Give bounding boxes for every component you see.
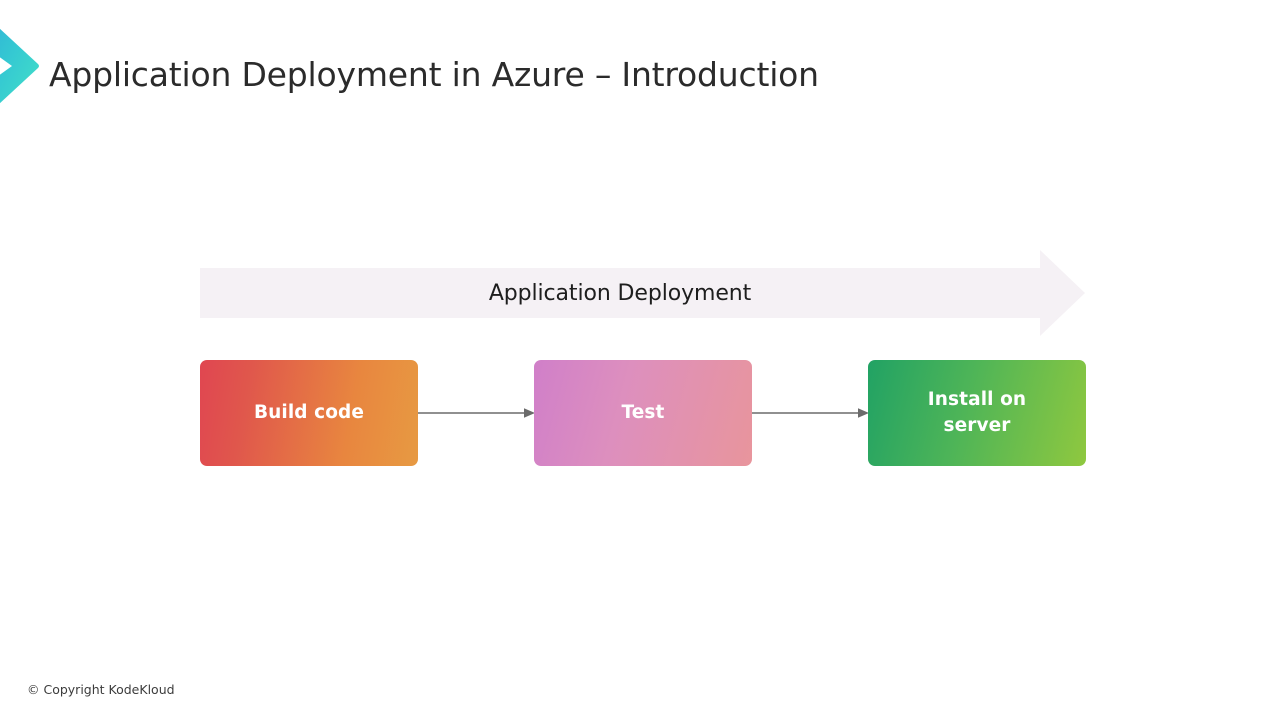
connector-arrow-build-to-test — [418, 405, 536, 421]
connector-arrow-test-to-install — [752, 405, 870, 421]
banner-label: Application Deployment — [488, 280, 752, 306]
banner-arrow-shape — [200, 250, 1085, 336]
step-label-test: Test — [621, 402, 665, 423]
page-title: Application Deployment in Azure – Introd… — [49, 55, 819, 94]
deployment-steps-row: Build code Test Install on server — [200, 360, 1086, 466]
step-label-install-on-server: Install on server — [927, 389, 1027, 436]
step-label-build-code: Build code — [253, 402, 365, 423]
step-box-build-code[interactable]: Build code — [200, 360, 418, 466]
step-box-install-on-server[interactable]: Install on server — [868, 360, 1086, 466]
kodekloud-chevron-logo — [0, 12, 40, 120]
step-box-test[interactable]: Test — [534, 360, 752, 466]
footer-copyright: © Copyright KodeKloud — [27, 682, 175, 697]
application-deployment-banner: Application Deployment — [200, 248, 1086, 338]
